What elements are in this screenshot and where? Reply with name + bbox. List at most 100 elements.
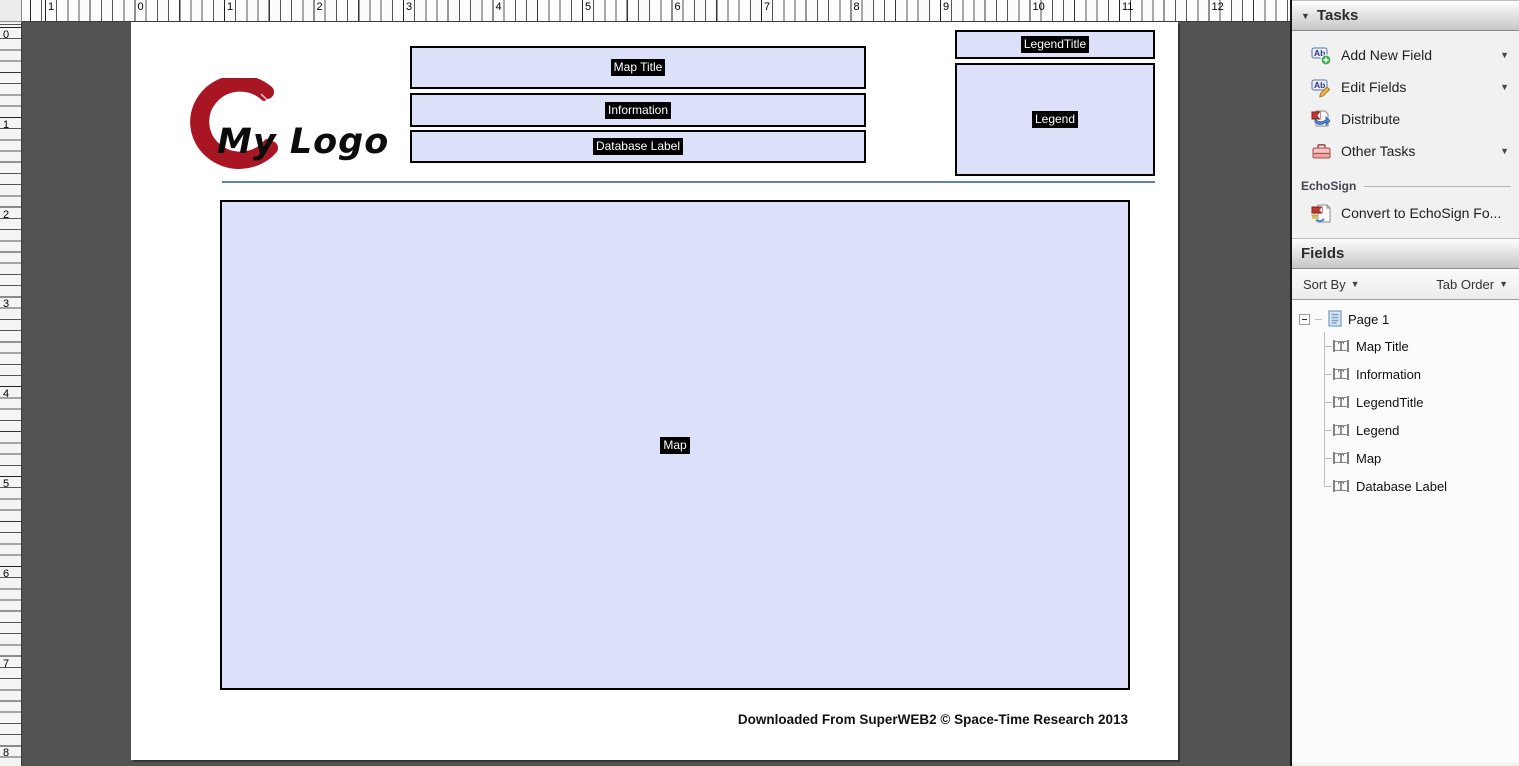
echosign-convert-icon	[1311, 203, 1332, 224]
logo-brush-circle	[190, 78, 278, 169]
form-field-legend-title[interactable]: LegendTitle	[955, 30, 1155, 59]
svg-text:T: T	[1338, 343, 1344, 353]
task-label: Edit Fields	[1341, 79, 1407, 95]
field-label: Map Title	[610, 59, 666, 76]
tree-item-label: Information	[1356, 366, 1422, 382]
convert-label: Convert to EchoSign Fo...	[1341, 205, 1502, 221]
tree-connector-line	[1324, 332, 1325, 486]
sort-by-dropdown[interactable]: Sort By ▼	[1303, 276, 1360, 292]
convert-to-echosign-button[interactable]: Convert to EchoSign Fo...	[1292, 195, 1519, 229]
pdf-page: My Logo Map Title Information Database L…	[131, 22, 1178, 760]
tasks-title: Tasks	[1316, 7, 1359, 24]
task-label: Other Tasks	[1341, 143, 1416, 159]
collapse-triangle-icon[interactable]: ▼	[1301, 10, 1310, 21]
chevron-down-icon[interactable]: ▼	[1500, 50, 1509, 60]
svg-text:T: T	[1338, 399, 1344, 409]
tree-item-map[interactable]: T Map	[1292, 444, 1519, 472]
chevron-down-icon: ▼	[1350, 279, 1360, 289]
tree-item-page-1[interactable]: Page 1	[1292, 306, 1519, 332]
other-tasks-icon	[1311, 141, 1332, 162]
right-panel: ▼ Tasks Ab Add New Field ▼ Ab Edit Fields…	[1290, 0, 1519, 766]
form-field-map[interactable]: Map	[220, 200, 1130, 690]
field-label: Map	[660, 436, 690, 454]
h-ruler-number: 10	[1032, 1, 1045, 13]
tree-item-label: LegendTitle	[1356, 394, 1424, 410]
tree-item-legend[interactable]: T Legend	[1292, 416, 1519, 444]
h-ruler-number: 1	[227, 1, 234, 13]
chevron-down-icon[interactable]: ▼	[1500, 82, 1509, 92]
tree-item-legendtitle[interactable]: T LegendTitle	[1292, 388, 1519, 416]
v-ruler-number: 0	[3, 29, 10, 41]
h-ruler-number: 7	[764, 1, 771, 13]
tree-item-label: Legend	[1356, 422, 1400, 438]
h-ruler-number: 2	[316, 1, 323, 13]
v-ruler-number: 5	[3, 478, 10, 490]
task-label: Add New Field	[1341, 47, 1433, 63]
svg-text:T: T	[1338, 483, 1344, 493]
echosign-label: EchoSign	[1301, 179, 1357, 193]
field-label: Legend	[1031, 111, 1079, 128]
text-field-icon: T	[1332, 367, 1350, 381]
form-field-map-title[interactable]: Map Title	[410, 46, 866, 89]
svg-text:Ab: Ab	[1314, 48, 1325, 58]
field-label: Database Label	[592, 138, 684, 155]
form-field-legend[interactable]: Legend	[955, 63, 1155, 176]
add-new-field-icon: Ab	[1311, 45, 1332, 66]
fields-header: Fields	[1292, 238, 1519, 269]
task-item-edit-fields[interactable]: Ab Edit Fields ▼	[1292, 71, 1519, 103]
fields-title: Fields	[1301, 245, 1345, 262]
sort-bar: Sort By ▼ Tab Order ▼	[1292, 269, 1519, 300]
h-ruler-number: 3	[406, 1, 413, 13]
chevron-down-icon: ▼	[1499, 279, 1508, 289]
tree-item-label: Map	[1356, 450, 1382, 466]
fields-tree: Page 1 T Map Title T Information T LegendTi…	[1292, 300, 1519, 763]
svg-text:Ab: Ab	[1314, 80, 1325, 90]
svg-text:T: T	[1338, 455, 1344, 465]
v-ruler-number: 8	[3, 747, 10, 760]
v-ruler-number: 3	[3, 298, 10, 311]
ruler-corner	[0, 0, 22, 22]
tree-root-label: Page 1	[1348, 311, 1390, 327]
page-footer-text: Downloaded From SuperWEB2 © Space-Time R…	[737, 712, 1128, 727]
header-divider-line	[222, 181, 1155, 183]
v-ruler-number: 7	[3, 657, 10, 670]
collapse-box-icon[interactable]	[1299, 313, 1310, 325]
task-list: Ab Add New Field ▼ Ab Edit Fields ▼ Distri…	[1292, 31, 1519, 169]
chevron-down-icon[interactable]: ▼	[1500, 146, 1509, 156]
h-ruler-number: 8	[853, 1, 860, 13]
task-label: Distribute	[1341, 111, 1401, 127]
logo-text: My Logo	[217, 122, 390, 162]
edit-fields-icon: Ab	[1311, 77, 1332, 98]
distribute-icon	[1311, 109, 1332, 130]
text-field-icon: T	[1332, 451, 1350, 465]
echosign-divider	[1364, 185, 1511, 187]
h-ruler-number: 9	[943, 1, 950, 13]
tree-item-information[interactable]: T Information	[1292, 360, 1519, 388]
v-ruler-number: 6	[3, 567, 10, 580]
form-field-information[interactable]: Information	[410, 93, 866, 127]
task-item-distribute[interactable]: Distribute	[1292, 103, 1519, 135]
field-label: LegendTitle	[1020, 36, 1090, 53]
form-field-database-label[interactable]: Database Label	[410, 130, 866, 163]
page-icon	[1327, 310, 1343, 328]
v-ruler-number: 2	[3, 208, 10, 221]
echosign-section: EchoSign	[1292, 169, 1519, 195]
tab-order-dropdown[interactable]: Tab Order ▼	[1436, 276, 1508, 292]
task-item-other-tasks[interactable]: Other Tasks ▼	[1292, 135, 1519, 167]
svg-text:T: T	[1338, 371, 1344, 381]
tasks-header[interactable]: ▼ Tasks	[1292, 0, 1519, 31]
tree-children: T Map Title T Information T LegendTitle T Le…	[1292, 332, 1519, 500]
text-field-icon: T	[1332, 423, 1350, 437]
h-ruler-number: 12	[1211, 1, 1224, 13]
tree-item-label: Map Title	[1356, 338, 1409, 354]
text-field-icon: T	[1332, 339, 1350, 353]
field-label: Information	[604, 101, 672, 119]
task-item-add-new-field[interactable]: Ab Add New Field ▼	[1292, 39, 1519, 71]
tree-item-map-title[interactable]: T Map Title	[1292, 332, 1519, 360]
text-field-icon: T	[1332, 395, 1350, 409]
h-ruler-number: 0	[137, 1, 144, 13]
